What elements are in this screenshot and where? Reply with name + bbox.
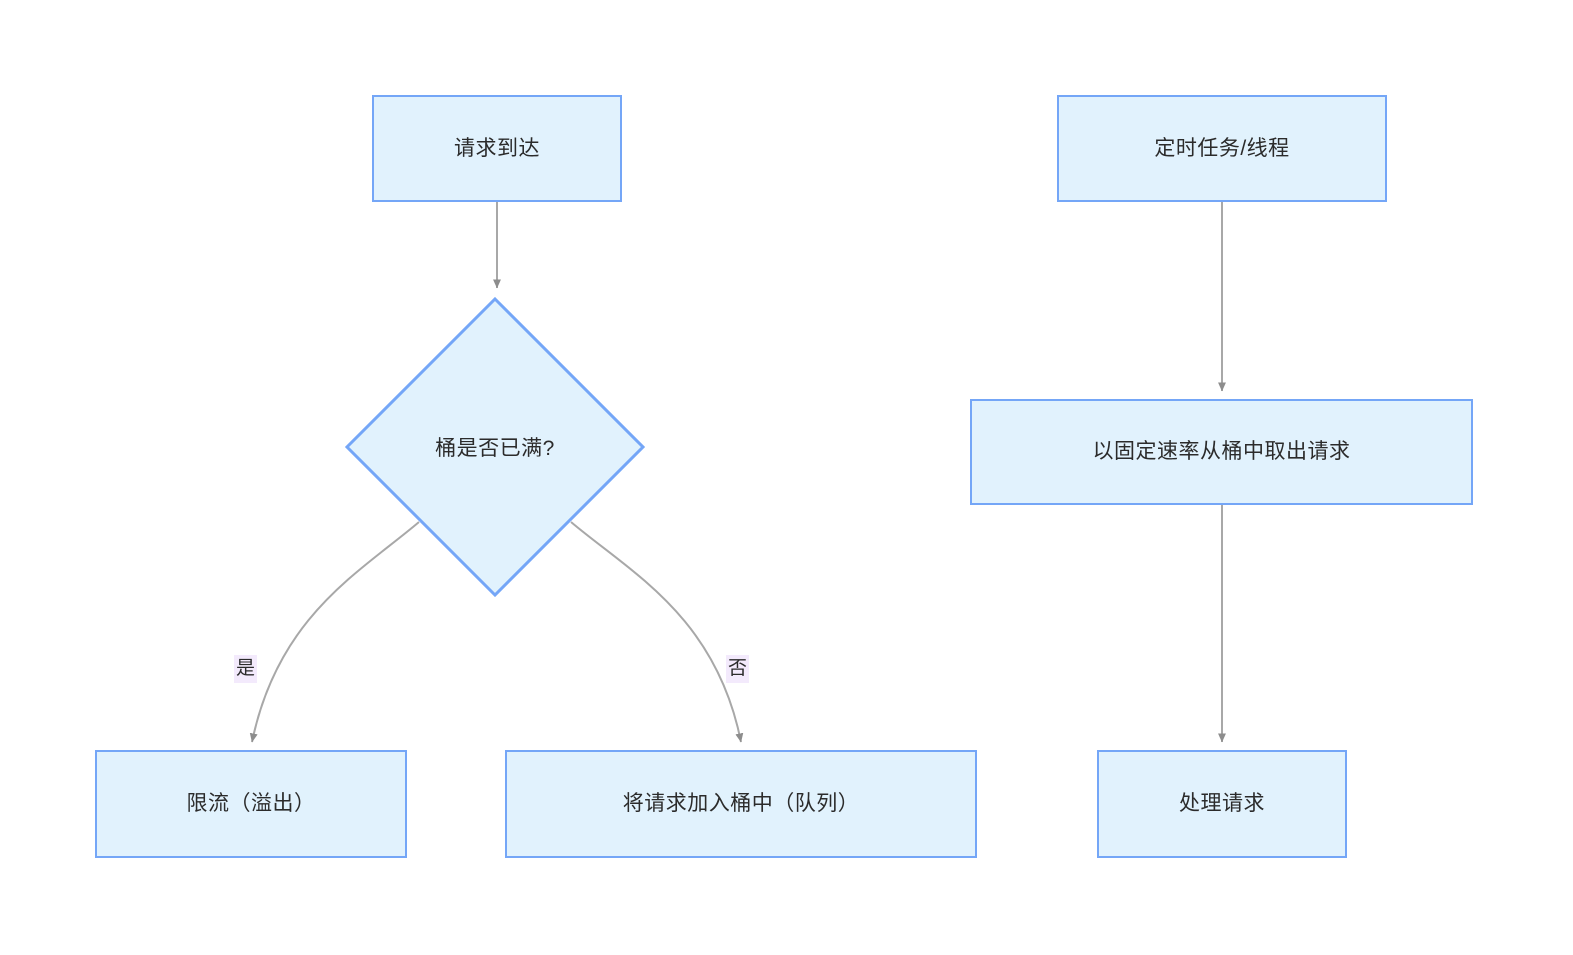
node-rate-limit[interactable]: 限流（溢出） bbox=[95, 750, 407, 858]
edge-label-no: 否 bbox=[726, 655, 750, 683]
node-enqueue[interactable]: 将请求加入桶中（队列） bbox=[505, 750, 977, 858]
node-fixed-rate-drain[interactable]: 以固定速率从桶中取出请求 bbox=[970, 399, 1473, 505]
edge-label-yes: 是 bbox=[234, 655, 258, 683]
node-handle-request[interactable]: 处理请求 bbox=[1097, 750, 1347, 858]
node-scheduled-task-label: 定时任务/线程 bbox=[1154, 136, 1290, 160]
node-scheduled-task[interactable]: 定时任务/线程 bbox=[1057, 95, 1387, 202]
node-handle-request-label: 处理请求 bbox=[1179, 792, 1265, 816]
node-rate-limit-label: 限流（溢出） bbox=[186, 792, 316, 816]
node-bucket-full[interactable]: 桶是否已满? bbox=[345, 297, 645, 597]
node-request-arrives-label: 请求到达 bbox=[454, 136, 540, 160]
node-enqueue-label: 将请求加入桶中（队列） bbox=[622, 792, 860, 816]
node-request-arrives[interactable]: 请求到达 bbox=[372, 95, 622, 202]
node-bucket-full-label: 桶是否已满? bbox=[435, 437, 555, 460]
diamond-shape bbox=[345, 297, 645, 597]
node-fixed-rate-drain-label: 以固定速率从桶中取出请求 bbox=[1092, 440, 1351, 464]
